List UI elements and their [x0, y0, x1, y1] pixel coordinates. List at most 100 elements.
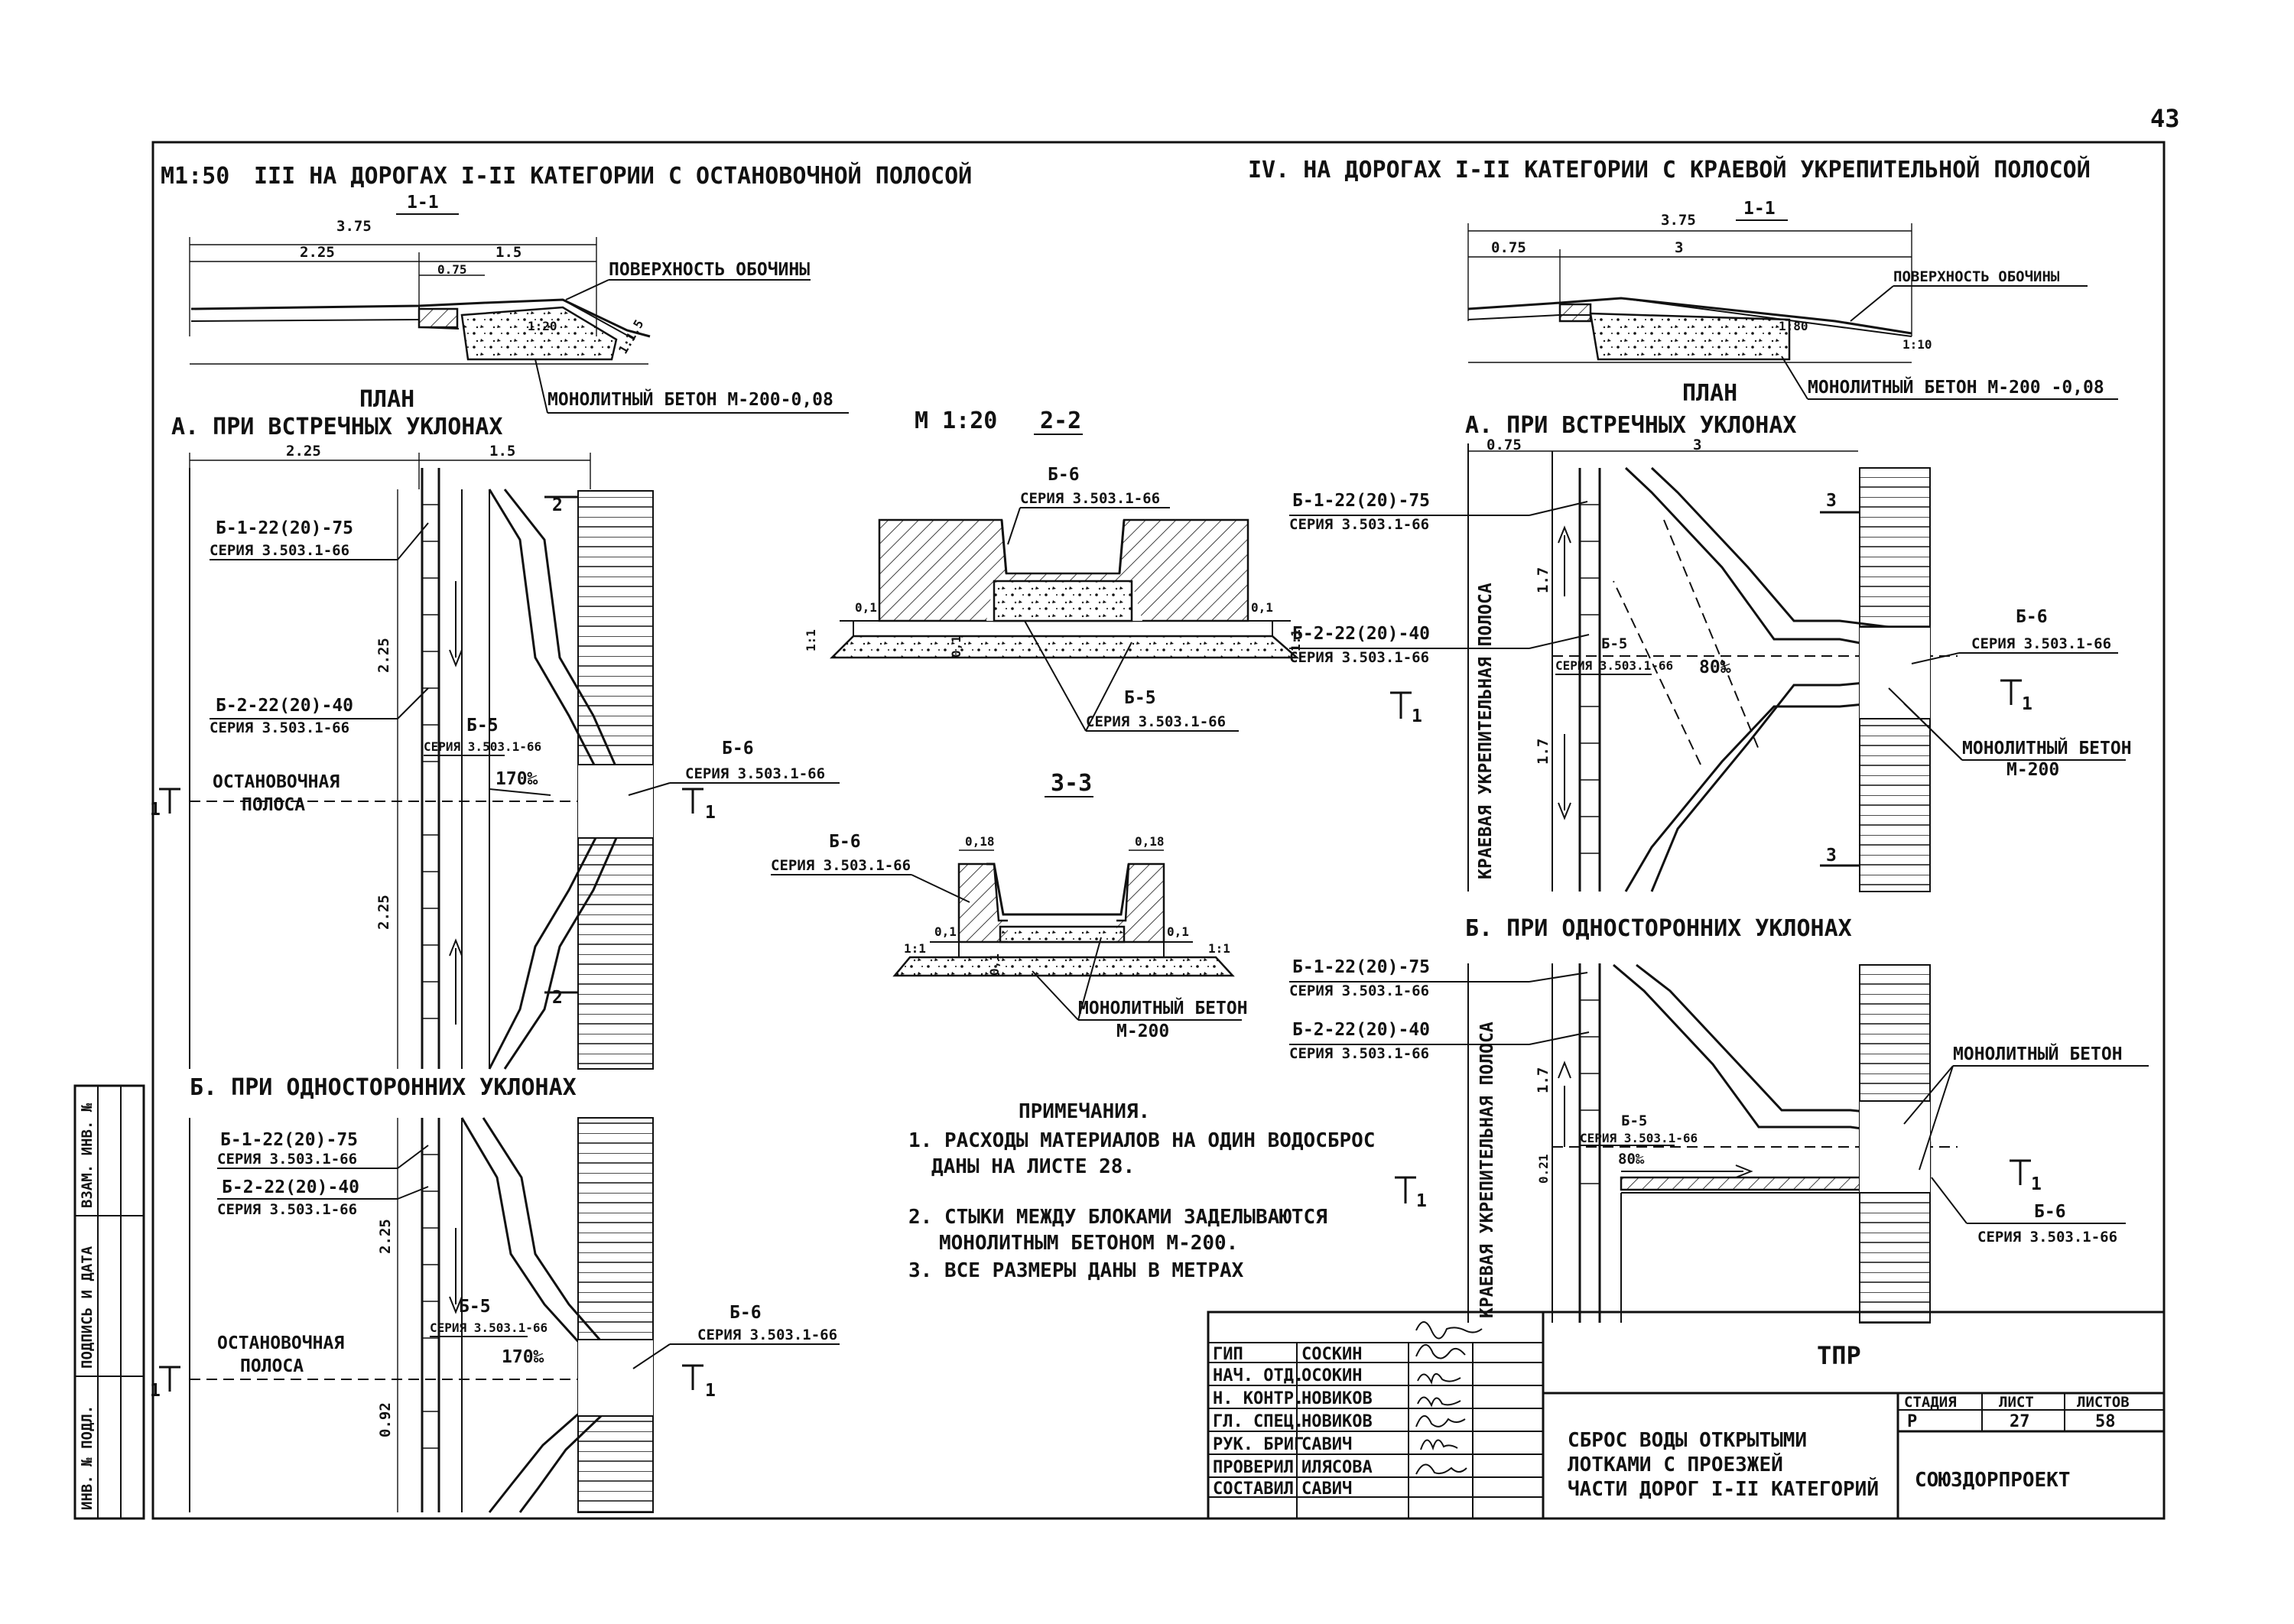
sheet-frame: [151, 141, 2166, 1520]
tb-name-5: ИЛЯСОВА: [1301, 1458, 1373, 1477]
left-cross-section: 1-1 3.75 2.25 1.5 0.75 1:20 1:1,5 ПОВЕРХ…: [189, 193, 849, 414]
left-title: III НА ДОРОГАХ I-II КАТЕГОРИИ С ОСТАНОВО…: [254, 162, 972, 190]
left-scale: М1:50: [161, 163, 229, 190]
left-plan-a-vdim2: 2.25: [375, 895, 392, 930]
sec2-dim-01c: 0,1: [949, 635, 963, 658]
signatures: [1415, 1321, 1483, 1475]
right-cross-section: 1-1 3.75 0.75 3 1:80 1:10 ПОВЕРХНОСТЬ ОБ…: [1467, 199, 2118, 407]
sec2-b5: Б-5: [1124, 688, 1156, 708]
left-plan-a: А. ПРИ ВСТРЕЧНЫХ УКЛОНАХ 2.25 1.5: [150, 414, 840, 1070]
tb-desc-2: ЛОТКАМИ С ПРОЕЗЖЕЙ: [1568, 1452, 1783, 1476]
sec3-dim-018b: 0,18: [1135, 834, 1165, 849]
left-dim-c: 0.75: [437, 262, 467, 277]
right-dim-total: 3.75: [1661, 212, 1696, 229]
right-plan-a-b2-series: СЕРИЯ 3.503.1-66: [1289, 649, 1429, 666]
right-plan-a-title: А. ПРИ ВСТРЕЧНЫХ УКЛОНАХ: [1465, 412, 1796, 439]
right-plan-a-cut-mark-r: 1: [2022, 694, 2032, 714]
left-plan-a-cut-mark-r: 1: [705, 803, 716, 823]
tb-desc-3: ЧАСТИ ДОРОГ I-II КАТЕГОРИЙ: [1568, 1476, 1879, 1501]
left-plan-b-b1-series: СЕРИЯ 3.503.1-66: [217, 1151, 357, 1168]
notes-title: ПРИМЕЧАНИЯ.: [1019, 1100, 1150, 1123]
right-plan-b-title: Б. ПРИ ОДНОСТОРОННИХ УКЛОНАХ: [1465, 915, 1852, 942]
side-stamp: ИНВ. № ПОДЛ. ПОДПИСЬ И ДАТА ВЗАМ. ИНВ. №: [73, 1084, 145, 1520]
left-surface-label: ПОВЕРХНОСТЬ ОБОЧИНЫ: [609, 260, 810, 280]
tb-name-6: САВИЧ: [1301, 1479, 1352, 1499]
tb-h-sheet: ЛИСТ: [1999, 1394, 2034, 1411]
tb-project: ТПР: [1817, 1341, 1861, 1370]
left-section-title: М1:50 III НА ДОРОГАХ I-II КАТЕГОРИИ С ОС…: [161, 162, 972, 190]
tb-name-3: НОВИКОВ: [1301, 1412, 1373, 1431]
left-plan-a-b1: Б-1-22(20)-75: [216, 518, 353, 538]
right-plan-a-b5-series: СЕРИЯ 3.503.1-66: [1555, 658, 1673, 673]
left-plan-a-b6: Б-6: [722, 739, 754, 758]
left-plan-a-dim-a: 2.25: [286, 443, 321, 460]
right-plan-a-b1-series: СЕРИЯ 3.503.1-66: [1289, 516, 1429, 533]
left-plan-b: Б. ПРИ ОДНОСТОРОННИХ УКЛОНАХ 1 1 Б-1-22(…: [150, 1074, 840, 1513]
tb-org: СОЮЗДОРПРОЕКТ: [1915, 1469, 2071, 1492]
page-number: 43: [2150, 104, 2180, 133]
sec3-slope-r: 1:1: [1208, 941, 1230, 956]
right-plan-a-b6-series: СЕРИЯ 3.503.1-66: [1971, 635, 2111, 652]
right-dim-b: 3: [1675, 239, 1683, 256]
sec3-concrete-1: МОНОЛИТНЫЙ БЕТОН: [1078, 997, 1248, 1018]
left-dim-b: 1.5: [496, 244, 522, 261]
left-plan-a-b6-series: СЕРИЯ 3.503.1-66: [685, 765, 825, 782]
left-plan-b-cut-mark: 1: [150, 1381, 161, 1401]
left-plan-b-b5-series: СЕРИЯ 3.503.1-66: [430, 1320, 548, 1335]
left-slope1: 1:20: [528, 319, 557, 333]
notes: ПРИМЕЧАНИЯ. 1. РАСХОДЫ МАТЕРИАЛОВ НА ОДИ…: [908, 1100, 1375, 1282]
right-sec-mark: 1-1: [1743, 199, 1776, 219]
tb-role-4: РУК. БРИГ.: [1213, 1435, 1314, 1454]
stamp-podpis-data: ПОДПИСЬ И ДАТА: [79, 1246, 96, 1369]
tb-h-sheets: ЛИСТОВ: [2077, 1394, 2130, 1411]
sec3-b6: Б-6: [829, 832, 861, 852]
right-plan-b-cut-mark-l: 1: [1416, 1191, 1427, 1211]
sec3-dim-01a: 0,1: [934, 924, 957, 939]
left-plan-b-strip-1: ОСТАНОВОЧНАЯ: [217, 1333, 344, 1353]
left-plan-b-cut-mark-r: 1: [705, 1381, 716, 1401]
right-plan-a-dim-b: 3: [1693, 437, 1701, 453]
note-2a: 2. СТЫКИ МЕЖДУ БЛОКАМИ ЗАДЕЛЫВАЮТСЯ: [908, 1206, 1327, 1229]
right-plan-b-vdim2: 0.21: [1536, 1154, 1551, 1184]
right-plan-b: Б. ПРИ ОДНОСТОРОННИХ УКЛОНАХ КРАЕВАЯ УКР…: [1289, 915, 2149, 1324]
left-plan-a-dim-b: 1.5: [489, 443, 515, 460]
right-dim-a: 0.75: [1491, 239, 1526, 256]
sec2-b6: Б-6: [1048, 465, 1080, 485]
left-plan-b-vdim2: 0.92: [377, 1402, 394, 1437]
tb-sheets: 58: [2095, 1412, 2116, 1431]
left-plan-a-b2-series: СЕРИЯ 3.503.1-66: [210, 719, 349, 736]
sec3-slope-l: 1:1: [904, 941, 926, 956]
left-plan-a-vdim1: 2.25: [375, 638, 392, 673]
tb-name-1: ОСОКИН: [1301, 1366, 1362, 1385]
right-plan-b-strip: КРАЕВАЯ УКРЕПИТЕЛЬНАЯ ПОЛОСА: [1477, 1021, 1497, 1318]
right-plan-a-concrete-2: М-200: [2006, 760, 2059, 780]
right-plan-b-b2: Б-2-22(20)-40: [1292, 1020, 1430, 1040]
left-dim-total: 3.75: [336, 218, 372, 235]
left-plan-a-b5: Б-5: [466, 716, 499, 736]
left-plan-b-b2-series: СЕРИЯ 3.503.1-66: [217, 1201, 357, 1218]
left-plan-a-slope: 170‰: [496, 769, 538, 789]
tb-stage: Р: [1907, 1412, 1917, 1431]
tb-name-0: СОСКИН: [1301, 1345, 1362, 1364]
sec3-b6-series: СЕРИЯ 3.503.1-66: [771, 857, 911, 874]
middle-section-3-3: 3-3 0,18 0,18 0,1 0,1 0,1 1:1 1:1 Б-6 СЕ…: [771, 770, 1248, 1041]
right-plan-a-cut-mark-l: 1: [1412, 706, 1422, 726]
right-plan-a-dim-a: 0.75: [1487, 437, 1522, 453]
right-plan-b-cut-mark-r: 1: [2031, 1174, 2042, 1194]
sec3-dim-01b: 0,1: [1167, 924, 1189, 939]
left-plan-a-b2: Б-2-22(20)-40: [216, 696, 353, 716]
left-plan-a-b1-series: СЕРИЯ 3.503.1-66: [210, 542, 349, 559]
middle-section-2-2: М 1:20 2-2 0,1 0,1 0,1 1:1 1:1 Б-6 СЕРИЯ…: [804, 408, 1303, 732]
sec3-dim-018a: 0,18: [965, 834, 995, 849]
sec3-dim-01c: 0,1: [987, 953, 1002, 976]
right-plan-b-b5-series: СЕРИЯ 3.503.1-66: [1580, 1131, 1698, 1145]
left-plan-a-mark2-b: 2: [552, 988, 563, 1008]
tb-role-2: Н. КОНТР.: [1213, 1389, 1304, 1408]
right-plan-a-mark3: 3: [1826, 491, 1837, 511]
left-concrete-label: МОНОЛИТНЫЙ БЕТОН М-200-0,08: [548, 388, 833, 410]
right-plan-a-mark3-b: 3: [1826, 846, 1837, 866]
stamp-inv-podl: ИНВ. № ПОДЛ.: [79, 1405, 96, 1510]
right-plan-a-vdim2: 1.7: [1535, 739, 1552, 765]
tb-h-stage: СТАДИЯ: [1904, 1394, 1957, 1411]
